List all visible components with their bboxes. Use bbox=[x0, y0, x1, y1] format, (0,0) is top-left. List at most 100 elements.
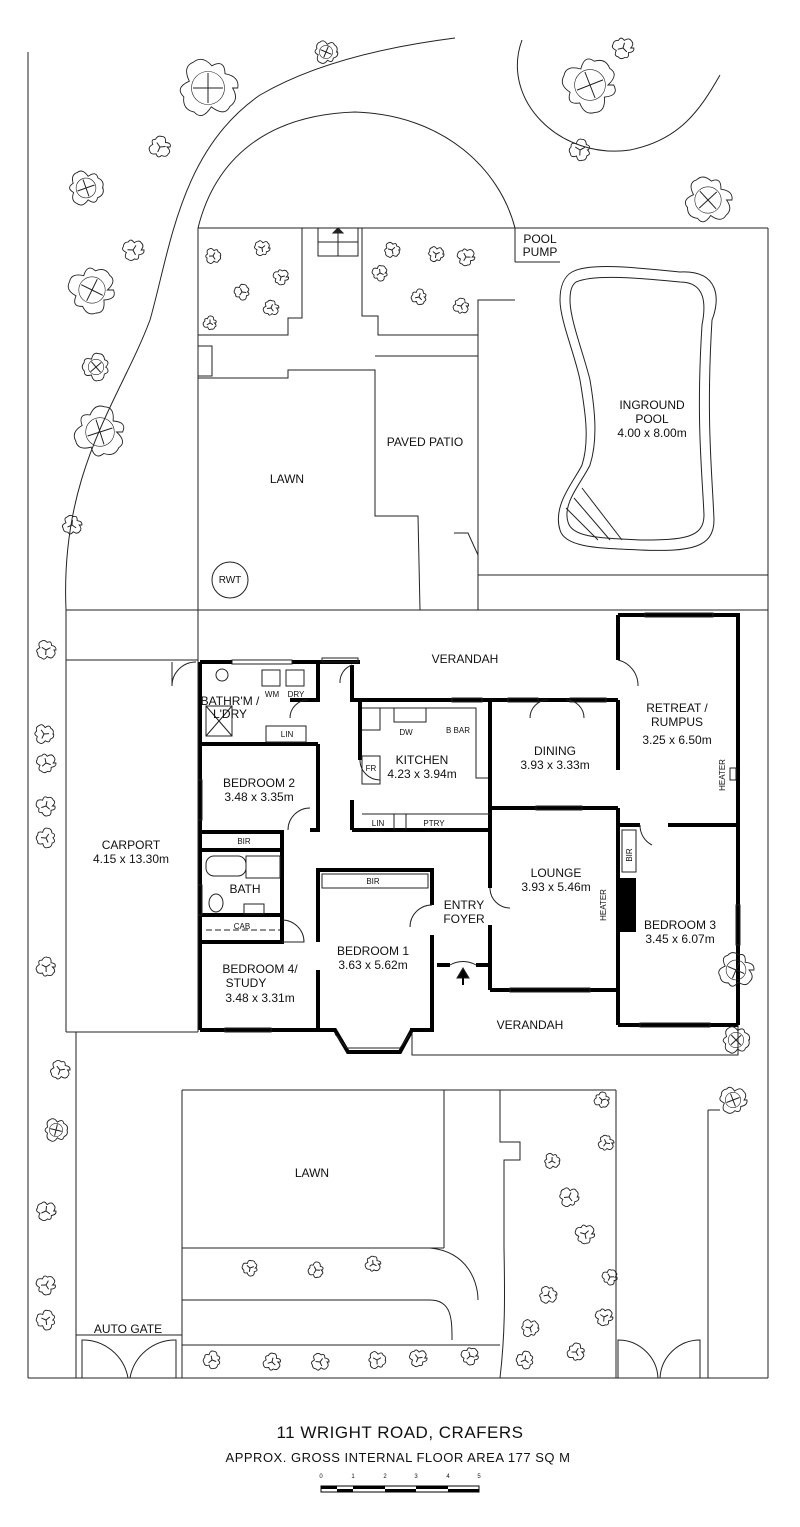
tree-icon bbox=[262, 299, 280, 316]
tree-icon bbox=[122, 239, 145, 261]
bir-label-3: BIR bbox=[625, 848, 634, 862]
tree-icon bbox=[452, 297, 470, 314]
tree-icon bbox=[179, 58, 239, 116]
bath-laundry-label-1: BATHR'M / bbox=[201, 694, 260, 708]
tree-icon bbox=[35, 1275, 56, 1296]
heater-label-2: HEATER bbox=[599, 889, 608, 921]
tree-icon bbox=[718, 952, 755, 987]
house-details bbox=[197, 612, 741, 1056]
tree-icon bbox=[384, 241, 401, 258]
carport-label: CARPORT bbox=[102, 838, 161, 852]
front-yard-layout bbox=[75, 1032, 720, 1379]
kitchen-label: KITCHEN bbox=[396, 753, 449, 767]
tree-icon bbox=[364, 1255, 382, 1272]
cabinet-label: CAB bbox=[234, 922, 250, 931]
tree-icon bbox=[559, 1187, 580, 1208]
heater-label-1: HEATER bbox=[718, 759, 727, 791]
tree-icon bbox=[408, 1349, 428, 1368]
bir-label-2: BIR bbox=[366, 877, 380, 886]
entry-label-1: ENTRY bbox=[444, 898, 484, 912]
retreat-label-1: RETREAT / bbox=[646, 701, 708, 715]
tree-icon bbox=[311, 1352, 330, 1371]
lawn-bottom-label: LAWN bbox=[295, 1166, 329, 1180]
retreat-size: 3.25 x 6.50m bbox=[642, 733, 711, 747]
lawn-top-label: LAWN bbox=[270, 472, 304, 486]
tree-icon bbox=[722, 1026, 751, 1054]
scale-tick-4: 4 bbox=[446, 1474, 450, 1480]
tree-icon bbox=[561, 58, 616, 114]
tree-icon bbox=[272, 269, 290, 286]
tree-icon bbox=[593, 1091, 610, 1108]
tree-icon bbox=[148, 135, 171, 158]
pool-label-2: POOL bbox=[635, 412, 669, 426]
lounge-size: 3.93 x 5.46m bbox=[521, 880, 590, 894]
pool-pump-label-1: POOL bbox=[523, 232, 557, 246]
inground-pool bbox=[557, 266, 717, 551]
tree-icon bbox=[539, 1285, 558, 1304]
tree-icon bbox=[719, 1086, 748, 1114]
bedroom1-label: BEDROOM 1 bbox=[337, 944, 409, 958]
scale-tick-5: 5 bbox=[477, 1474, 481, 1480]
fridge-label: FR bbox=[366, 764, 377, 773]
tree-icon bbox=[205, 247, 222, 264]
tree-icon bbox=[521, 1319, 540, 1338]
pool-label-1: INGROUND bbox=[619, 398, 685, 412]
tree-icon bbox=[262, 1352, 281, 1371]
auto-gate-label: AUTO GATE bbox=[94, 1322, 162, 1336]
retreat-label-2: RUMPUS bbox=[651, 715, 703, 729]
dw-label: DW bbox=[399, 728, 413, 737]
tree-icon bbox=[35, 827, 56, 849]
scale-tick-0: 0 bbox=[319, 1474, 323, 1480]
tree-icon bbox=[69, 170, 104, 206]
bedroom2-label: BEDROOM 2 bbox=[223, 776, 295, 790]
tree-icon bbox=[566, 1342, 585, 1361]
tree-icon bbox=[594, 1308, 614, 1327]
bbar-label: B BAR bbox=[446, 726, 470, 735]
rwt-label: RWT bbox=[219, 575, 242, 586]
tree-icon bbox=[410, 288, 427, 306]
tree-icon bbox=[44, 1118, 68, 1142]
tree-icons bbox=[34, 37, 755, 1371]
lin-label-2: LIN bbox=[372, 819, 385, 828]
title-block: 11 WRIGHT ROAD, CRAFERS APPROX. GROSS IN… bbox=[226, 1423, 570, 1465]
scale-tick-2: 2 bbox=[383, 1474, 387, 1480]
bedroom3-size: 3.45 x 6.07m bbox=[645, 932, 714, 946]
dry-label: DRY bbox=[288, 690, 305, 699]
tree-icon bbox=[36, 640, 57, 660]
verandah-top-label: VERANDAH bbox=[432, 652, 499, 666]
scale-tick-3: 3 bbox=[414, 1474, 418, 1480]
tree-icon bbox=[233, 283, 250, 301]
verandah-bottom-label: VERANDAH bbox=[497, 1018, 564, 1032]
tree-icon bbox=[601, 1269, 618, 1286]
tree-icon bbox=[456, 248, 476, 267]
bir-label-1: BIR bbox=[237, 837, 251, 846]
tree-icon bbox=[73, 405, 125, 457]
tree-icon bbox=[35, 796, 56, 817]
tree-icon bbox=[67, 267, 115, 315]
room-labels: POOL PUMP INGROUND POOL 4.00 x 8.00m PAV… bbox=[93, 232, 727, 1336]
tree-icon bbox=[61, 514, 83, 535]
kitchen-size: 4.23 x 3.94m bbox=[387, 767, 456, 781]
dining-size: 3.93 x 3.33m bbox=[520, 758, 589, 772]
tree-icon bbox=[202, 1350, 221, 1370]
tree-icon bbox=[611, 37, 635, 60]
tree-icon bbox=[597, 1134, 615, 1151]
tree-icon bbox=[544, 1152, 561, 1169]
lin-label-1: LIN bbox=[281, 730, 294, 739]
pool-size: 4.00 x 8.00m bbox=[617, 426, 686, 440]
bedroom4-label-1: BEDROOM 4/ bbox=[222, 962, 298, 976]
lounge-label: LOUNGE bbox=[531, 866, 582, 880]
tree-icon bbox=[568, 138, 590, 162]
carport-size: 4.15 x 13.30m bbox=[93, 852, 169, 866]
tree-icon bbox=[35, 956, 56, 977]
back-yard-layout bbox=[66, 227, 768, 611]
bedroom4-label-2: STUDY bbox=[226, 976, 267, 990]
scale-bar: 0 1 2 3 4 5 bbox=[319, 1474, 481, 1493]
scale-tick-1: 1 bbox=[351, 1474, 355, 1480]
tree-icon bbox=[202, 315, 217, 331]
entry-label-2: FOYER bbox=[443, 912, 485, 926]
paved-patio-label: PAVED PATIO bbox=[387, 435, 463, 449]
tree-icon bbox=[81, 352, 109, 382]
